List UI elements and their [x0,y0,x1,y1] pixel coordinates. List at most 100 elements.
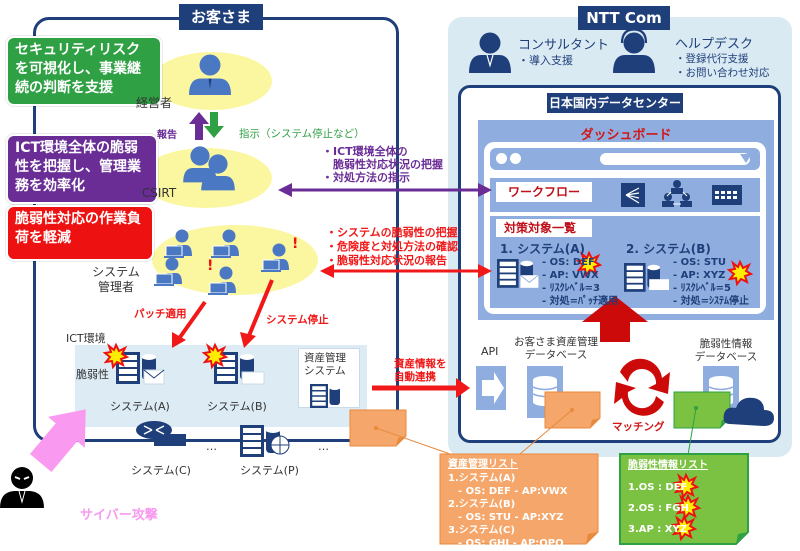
asset-list-line: 2.システム(B) [448,499,516,510]
benefit-visualize-risk: セキュリティリスクを可視化し、事業継続の判断を支援 [6,36,162,106]
asset-system-label: 資産管理 システム [304,352,346,378]
dashboard-title: ダッシュボード [580,128,672,143]
vuln-label: 脆弱性 [76,368,109,381]
consultant-item: ・導入支援 [518,54,573,67]
ict-env-title: ICT環境 [66,332,106,345]
vuln-db-label-line: データベース [694,351,758,363]
dropdown-triangle-icon[interactable] [740,154,752,163]
asset-list-note [439,453,599,545]
sysadmin-point: ・危険度と対処方法の確認 [326,240,458,253]
helpdesk-item: ・お問い合わせ対応 [675,67,770,79]
dash-system-line: - ﾘｽｸﾚﾍﾞﾙ=3 [542,283,600,294]
address-bar[interactable] [600,153,750,165]
helpdesk-icon [613,28,655,73]
system-b-label: システム(B) [207,400,267,413]
ntt-com-title: NTT Com [578,6,670,30]
csirt-point: ・ICT環境全体の [322,145,408,158]
helpdesk-title: ヘルプデスク [675,37,754,52]
sysadmin-point: ・脆弱性対応状況の報告 [326,254,447,267]
vuln-db-label: 脆弱性情報 データベース [690,338,762,364]
dash-system-b-details: - OS: STU - AP: XYZ - ﾘｽｸﾚﾍﾞﾙ=5 - 対処=ｼｽﾃ… [673,256,749,308]
asset-list-line: 3.システム(C) [448,525,515,536]
helpdesk-item: ・登録代行支援 [675,53,749,65]
dash-system-line: - OS: STU [673,257,726,268]
dash-system-a-icon [497,259,539,288]
executive-icon [189,54,231,95]
report-label: 報告 [157,130,177,141]
asset-list-line: - OS: DEF - AP:VWX [448,486,568,497]
workflow-tree-icon [621,183,645,207]
patch-label: パッチ適用 [134,308,187,320]
vuln-db-label-line: 脆弱性情報 [699,338,753,350]
system-a-icon [116,352,165,385]
asset-note-icon [349,409,407,447]
dash-system-line: - OS: DEF [542,257,595,268]
system-p-label: システム(P) [240,464,299,477]
window-dot [510,153,521,164]
sysadmin-list-arrow [320,264,492,278]
csirt-point: 脆弱性対応状況の把握 [333,158,443,171]
ellipsis: … [206,440,217,453]
stop-arrow [240,279,274,348]
asset-management-system-box [298,348,360,408]
instruct-label: 指示（システム停止など） [239,128,365,140]
asset-db-label-line: お客さま資産管理 [514,336,598,348]
customer-title: お客さま [179,4,263,30]
cyber-attack-arrow [29,409,86,472]
sysadmin-point: ・システムの脆弱性の把握 [326,226,458,239]
dash-system-line: - 対処=ﾊﾟｯﾁ適用 [542,296,619,307]
asset-connector [519,409,573,455]
sysadmin-points: ・システムの脆弱性の把握 ・危険度と対処方法の確認 ・脆弱性対応状況の報告 [326,226,458,268]
asset-system-label-line: 資産管理 [304,352,346,364]
csirt-dashboard-arrow [278,183,492,197]
csirt-point: ・対処方法の指示 [322,171,410,184]
dash-system-a-title[interactable]: 1. システム(A) [500,242,585,256]
asset-connector [375,427,451,455]
dash-system-line: - ﾘｽｸﾚﾍﾞﾙ=5 [673,283,731,294]
vuln-db-note-icon [673,391,731,429]
sysadmin-icon: ! ! [153,229,298,296]
asset-list-line: 1.システム(A) [448,473,516,484]
matching-label: マッチング [612,421,665,433]
stop-label: システム停止 [266,314,329,326]
csirt-label: CSIRT [141,186,177,200]
matching-up-arrow [582,296,648,342]
system-a-label: システム(A) [110,400,170,413]
asset-list-line: - OS: GHI - AP:OPQ [448,538,564,549]
workflow-team-icon [662,180,692,207]
dash-system-line: - AP: VWX [542,270,599,281]
svg-text:!: ! [292,236,298,252]
vuln-list-item: 3.AP : XYZ [628,524,687,535]
consultant-icon [469,32,511,73]
window-dot [496,153,507,164]
vuln-list-item: 2.OS : FGH [628,503,689,514]
target-list-label[interactable]: 対策対象一覧 [496,219,592,237]
asset-db-label-line: データベース [524,349,588,361]
asset-list-title: 資産管理リスト [448,459,518,470]
consultant-block: コンサルタント ・導入支援 [518,38,609,68]
dash-system-line: - AP: XYZ [673,270,726,281]
asset-sync-arrow [372,378,470,398]
workflow-label[interactable]: ワークフロー [496,182,592,202]
asset-system-label-line: システム [304,365,346,377]
cyber-attack-label: サイバー攻撃 [80,508,158,523]
asset-list-body: 1.システム(A) - OS: DEF - AP:VWX 2.システム(B) -… [448,472,567,550]
sysadmin-label-line: システム [92,265,140,279]
dash-system-line: - 対処=ｼｽﾃﾑ停止 [673,296,750,307]
system-p-icon [240,425,290,457]
patch-arrow [172,300,207,348]
asset-db-note-icon [544,391,601,429]
sysadmin-label-line: 管理者 [97,280,134,294]
asset-sync-line: 資産情報を [394,358,447,370]
asset-sync-line: 自動連携 [394,371,436,383]
asset-list-line: - OS: STU - AP:XYZ [448,512,564,523]
vuln-list-item: 1.OS : DEF [628,482,688,493]
vuln-list-title: 脆弱性情報リスト [628,460,708,471]
benefit-reduce-workload: 脆弱性対応の作業負荷を軽減 [6,205,154,261]
attacker-icon [0,467,44,508]
api-label: API [481,345,499,358]
datacenter-title: 日本国内データセンター [547,93,683,113]
matching-cycle-icon [614,358,670,416]
dash-system-b-title[interactable]: 2. システム(B) [626,242,711,256]
